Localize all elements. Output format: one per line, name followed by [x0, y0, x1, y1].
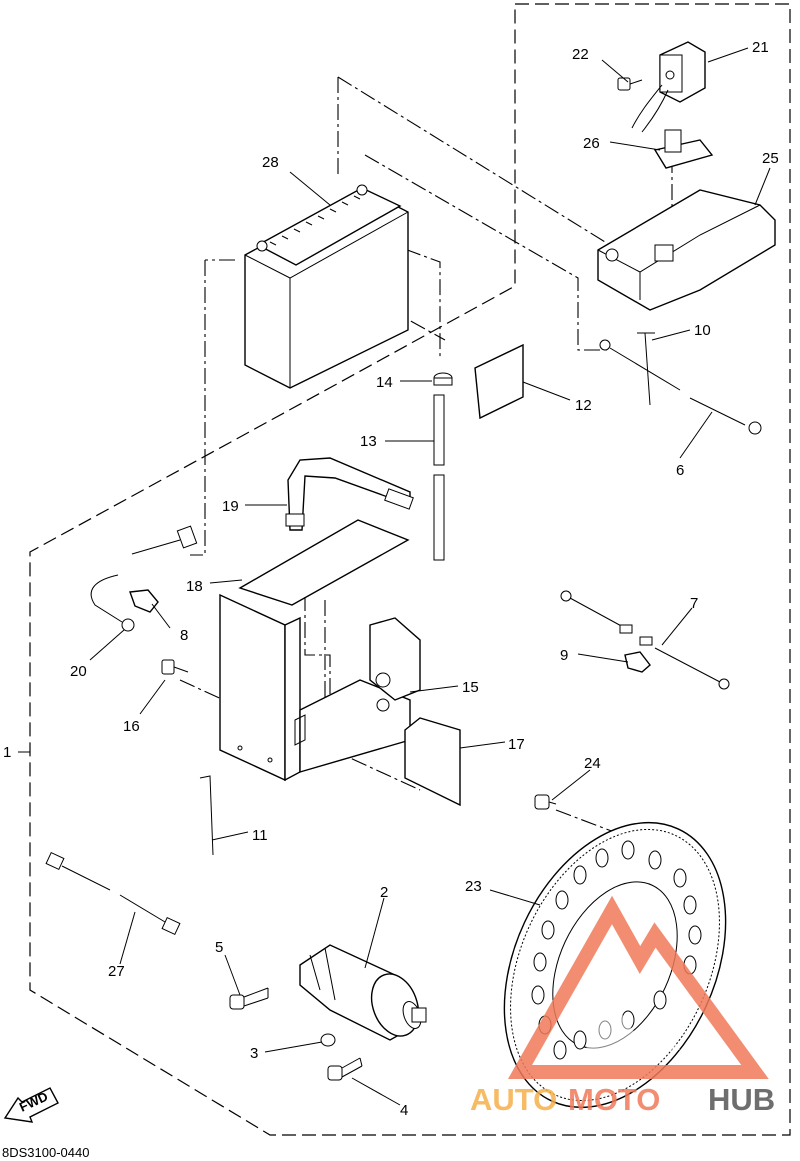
callout-1: 1	[3, 744, 11, 761]
watermark-logo: AUTO MOTO HUB	[470, 895, 775, 1117]
callout-18: 18	[186, 578, 203, 595]
callout-6: 6	[676, 462, 684, 479]
clamp-part-10	[637, 332, 655, 406]
strap-part-19	[285, 457, 414, 531]
starter-motor-part-2	[299, 944, 427, 1041]
callout-21: 21	[752, 39, 769, 56]
fwd-arrow-icon: FWD	[3, 1087, 59, 1123]
cable-part-6	[599, 339, 762, 435]
callout-8: 8	[180, 627, 188, 644]
callout-2: 2	[380, 884, 388, 901]
lead-part-20	[90, 525, 198, 632]
callout-14: 14	[376, 374, 393, 391]
callout-labels: 1 2 3 4 5 6 7 8 9 10 11 12 13 14 15 16 1…	[3, 39, 779, 1119]
callout-23: 23	[465, 878, 482, 895]
callout-4: 4	[400, 1102, 408, 1119]
tube-part-13	[433, 394, 445, 561]
cable-part-7	[560, 590, 730, 690]
bracket-part-15	[219, 593, 421, 782]
callout-10: 10	[694, 322, 711, 339]
callout-3: 3	[250, 1045, 258, 1062]
callout-5: 5	[215, 939, 223, 956]
callout-24: 24	[584, 755, 601, 772]
callout-17: 17	[508, 736, 525, 753]
cover-part-17	[404, 717, 461, 807]
clamp-part-9	[624, 651, 651, 673]
callout-19: 19	[222, 498, 239, 515]
bolt-part-5	[229, 987, 269, 1010]
cover-part-25	[597, 189, 776, 311]
callout-28: 28	[262, 154, 279, 171]
o-ring-part-3	[320, 1033, 336, 1047]
watermark-triangle-icon	[507, 895, 769, 1079]
pin-part-11	[199, 775, 214, 856]
callout-26: 26	[583, 135, 600, 152]
drawing-code: 8DS3100-0440	[2, 1145, 89, 1160]
watermark-moto: MOTO	[568, 1082, 660, 1117]
bolt-part-24	[534, 794, 557, 810]
callout-7: 7	[690, 595, 698, 612]
relay-part-21	[631, 41, 706, 133]
battery-part-28	[244, 184, 409, 389]
callout-22: 22	[572, 46, 589, 63]
callout-15: 15	[462, 679, 479, 696]
assembly-boundary	[29, 3, 791, 1136]
bracket-part-26	[653, 129, 714, 169]
sheet-part-18	[238, 519, 410, 606]
callout-16: 16	[123, 718, 140, 735]
lead-part-27	[45, 851, 181, 936]
leader-lines	[18, 47, 771, 1106]
clamp-part-8	[129, 589, 159, 613]
screw-part-22	[617, 77, 643, 91]
watermark-auto: AUTO	[470, 1082, 557, 1117]
callout-27: 27	[108, 963, 125, 980]
callout-25: 25	[762, 150, 779, 167]
callout-9: 9	[560, 647, 568, 664]
watermark-hub: HUB	[708, 1082, 775, 1117]
holder-part-14	[433, 372, 453, 386]
bolt-part-4	[327, 1057, 363, 1081]
callout-11: 11	[252, 827, 268, 844]
bolt-part-16	[161, 659, 189, 675]
callout-12: 12	[575, 397, 592, 414]
callout-20: 20	[70, 663, 87, 680]
callout-13: 13	[360, 433, 377, 450]
pad-part-12	[474, 343, 524, 420]
